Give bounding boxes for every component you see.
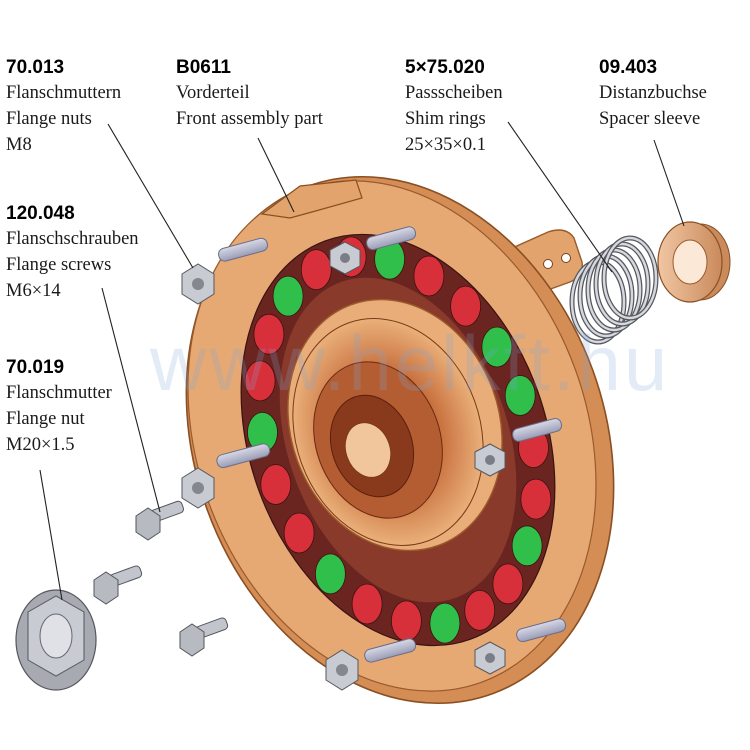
flange-screw-m6 <box>179 617 229 657</box>
housing-nuts <box>329 241 506 675</box>
flange-screw-m6 <box>135 500 184 541</box>
red-segment <box>450 285 482 327</box>
green-segment <box>481 326 513 368</box>
label-shim-rings: 5×75.020 Passscheiben Shim rings 25×35×0… <box>405 56 503 158</box>
nut <box>329 241 361 275</box>
stud <box>366 226 417 251</box>
flange-nut-m8 <box>181 467 215 509</box>
stud <box>218 237 269 262</box>
flange-nut-m8 <box>325 649 359 691</box>
english-name: Flange screws <box>6 255 112 275</box>
part-number: 09.403 <box>599 57 658 78</box>
german-name: Vorderteil <box>176 83 250 103</box>
english-name: Shim rings <box>405 109 486 129</box>
red-segment <box>390 600 422 642</box>
german-name: Distanzbuchse <box>599 83 707 103</box>
green-segment <box>314 553 346 595</box>
red-segment <box>413 255 445 297</box>
callout-line-front-assembly <box>257 137 295 213</box>
stud <box>512 418 563 442</box>
stud <box>364 638 417 663</box>
flange-nut-m20 <box>15 589 97 691</box>
size-spec: M6×14 <box>6 281 61 301</box>
english-name: Flange nut <box>6 409 85 429</box>
red-segment <box>351 583 383 625</box>
label-flange-nuts: 70.013 Flanschmuttern Flange nuts M8 <box>6 56 121 158</box>
callout-line-shim-rings <box>507 121 613 273</box>
shim-ring-highlight <box>602 236 658 320</box>
size-spec: 25×35×0.1 <box>405 135 486 155</box>
german-name: Flanschschrauben <box>6 229 139 249</box>
red-segment <box>253 313 285 355</box>
shim-ring-stack <box>569 235 659 345</box>
spacer-sleeve <box>657 221 731 303</box>
loose-flange-screws <box>93 500 229 657</box>
red-segment <box>300 249 332 291</box>
english-name: Front assembly part <box>176 109 323 129</box>
callout-line-flange-screws <box>101 287 161 513</box>
part-number: 70.013 <box>6 57 65 78</box>
callout-line-flange-nuts <box>107 123 194 269</box>
green-segment <box>429 602 461 644</box>
stud <box>216 443 271 469</box>
red-segment <box>492 563 524 605</box>
german-name: Flanschmutter <box>6 383 112 403</box>
english-name: Flange nuts <box>6 109 92 129</box>
size-spec: M20×1.5 <box>6 435 75 455</box>
red-segment <box>283 512 315 554</box>
callout-line-spacer-sleeve <box>653 139 685 227</box>
central-hub <box>287 298 503 552</box>
part-number: 120.048 <box>6 203 75 224</box>
red-segment <box>520 478 552 520</box>
loose-flange-nuts <box>181 263 359 691</box>
red-segment <box>260 464 292 505</box>
callout-lines <box>39 121 685 601</box>
label-flange-screws: 120.048 Flanschschrauben Flange screws M… <box>6 202 139 304</box>
label-flange-nut: 70.019 Flanschmutter Flange nut M20×1.5 <box>6 356 112 458</box>
red-segment <box>464 590 496 631</box>
nut <box>474 443 506 477</box>
part-number: B0611 <box>176 57 231 78</box>
flange-screw-m6 <box>93 565 143 605</box>
german-name: Passscheiben <box>405 83 503 103</box>
german-name: Flanschmuttern <box>6 83 122 103</box>
part-number: 5×75.020 <box>405 57 485 78</box>
english-name: Spacer sleeve <box>599 109 701 129</box>
green-segment <box>511 525 543 567</box>
label-spacer-sleeve: 09.403 Distanzbuchse Spacer sleeve <box>599 56 707 132</box>
green-segment <box>504 375 536 416</box>
nut <box>474 641 506 675</box>
housing-studs <box>216 226 567 663</box>
green-segment <box>272 275 304 317</box>
red-segment <box>244 360 276 402</box>
size-spec: M8 <box>6 135 32 155</box>
stud <box>516 618 567 643</box>
flange-nut-m8 <box>181 263 215 305</box>
label-front-assembly: B0611 Vorderteil Front assembly part <box>176 56 323 132</box>
watermark: www.helkft.hu <box>150 319 671 407</box>
shim-ring-highlight <box>594 242 650 326</box>
callout-line-flange-nut <box>39 469 63 601</box>
part-number: 70.019 <box>6 357 65 378</box>
